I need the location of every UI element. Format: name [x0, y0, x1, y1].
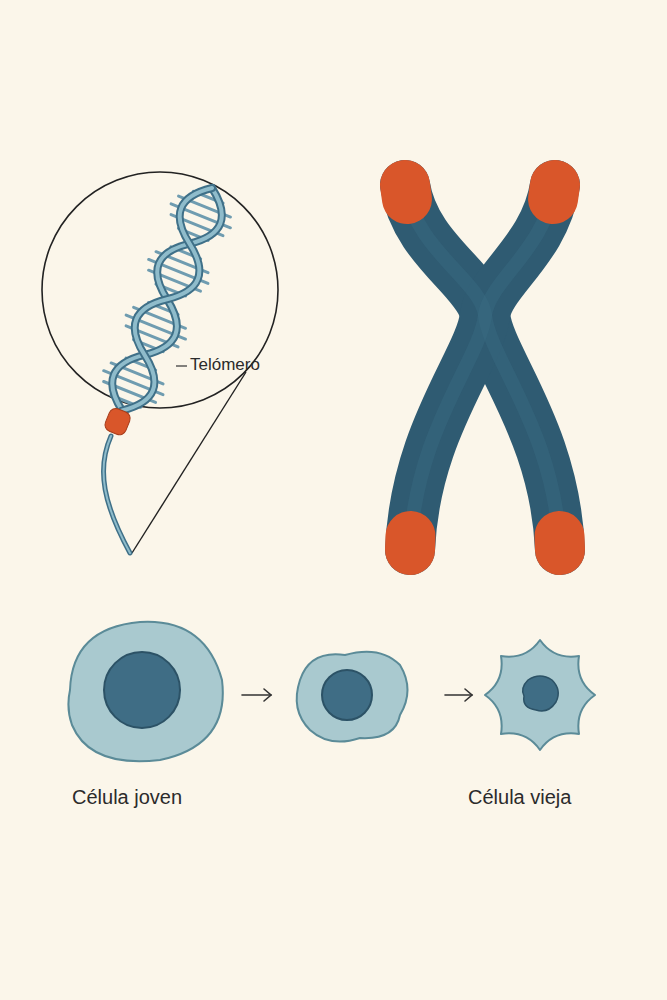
- part-label: Telómero: [190, 355, 260, 375]
- process-arrow: [242, 689, 472, 701]
- dna-helix: [83, 176, 241, 445]
- young-cell: [68, 622, 222, 761]
- chromosome: [405, 185, 560, 550]
- dna-tail: [103, 436, 130, 553]
- stage-label: Célula joven: [72, 786, 182, 809]
- aging-cell: [297, 652, 408, 742]
- stage-label: Célula vieja: [468, 786, 571, 809]
- dna-tail: [103, 436, 130, 553]
- old-cell: [485, 640, 595, 750]
- leader-line: [176, 365, 187, 366]
